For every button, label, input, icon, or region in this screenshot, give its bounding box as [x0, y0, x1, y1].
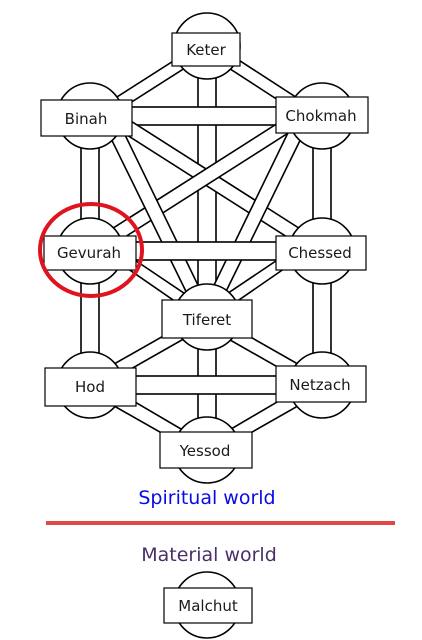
- hod-label: Hod: [75, 378, 105, 396]
- chessed-label: Chessed: [288, 244, 352, 262]
- gevurah-label: Gevurah: [57, 244, 121, 262]
- netzach-label: Netzach: [289, 376, 350, 394]
- gevurah-highlight-ring: [38, 202, 144, 298]
- tiferet-label: Tiferet: [182, 311, 231, 329]
- tiferet-label-box: [161, 299, 253, 339]
- malchut-label: Malchut: [178, 597, 238, 615]
- hod-label-box: [44, 367, 137, 407]
- binah-label-box: [40, 99, 133, 137]
- chessed-label-box: [275, 235, 367, 271]
- sefirot-labels: Keter Binah Chokmah Gevurah Chessed Tife…: [40, 32, 369, 624]
- yessod-label-box: [159, 431, 253, 469]
- material-world-label: Material world: [141, 544, 277, 566]
- chokmah-label: Chokmah: [285, 107, 356, 125]
- netzach-label-box: [275, 365, 367, 403]
- binah-label: Binah: [65, 110, 108, 128]
- malchut-label-box: [163, 587, 253, 624]
- chokmah-label-box: [275, 96, 369, 134]
- spiritual-world-label: Spiritual world: [138, 487, 275, 509]
- keter-label: Keter: [186, 41, 226, 59]
- yessod-label: Yessod: [179, 442, 231, 460]
- keter-label-box: [171, 32, 241, 67]
- gevurah-label-box: [43, 235, 137, 271]
- world-divider-line: [46, 521, 395, 525]
